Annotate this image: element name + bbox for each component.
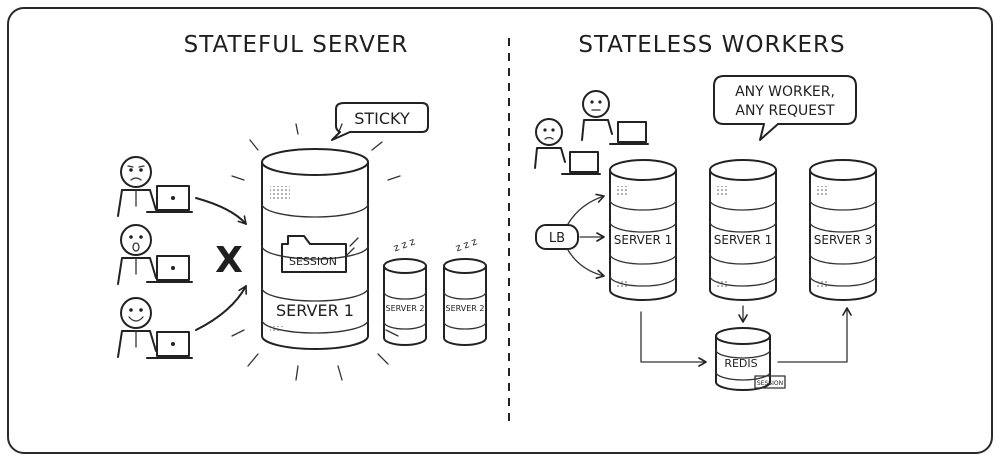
worker-server-3-label: SERVER 3 — [814, 233, 872, 247]
person-icon — [117, 297, 157, 358]
stateless-title: STATELESS WORKERS — [578, 32, 845, 58]
user-worried — [117, 156, 193, 217]
user-right-b — [534, 118, 601, 175]
lb-arrow-down — [567, 249, 605, 279]
load-balancer: LB — [535, 224, 579, 250]
glow-lines — [231, 123, 401, 381]
lb-arrow-up — [567, 193, 605, 225]
outer-frame — [7, 7, 993, 454]
redis-to-server3-arrow — [777, 307, 852, 363]
laptop-icon — [146, 185, 193, 213]
server-1-sticky: SERVER 1 SESSION — [261, 148, 369, 350]
person-icon — [534, 118, 566, 169]
laptop-icon — [146, 255, 193, 283]
person-icon — [117, 156, 157, 217]
laptop-icon — [146, 331, 193, 359]
person-icon — [581, 90, 613, 141]
request-arrow-bottom — [195, 285, 248, 331]
any-worker-bubble: ANY WORKER, ANY REQUEST — [713, 75, 857, 141]
request-arrow-top — [195, 197, 247, 225]
chain-icon — [345, 237, 359, 257]
laptop-icon — [609, 121, 649, 145]
worker-server-2: SERVER 1 — [709, 159, 777, 301]
worker-server-1: SERVER 1 — [609, 159, 677, 301]
worker-server-2-label: SERVER 1 — [714, 233, 772, 247]
sticky-bubble: STICKY — [331, 102, 429, 141]
user-right-a — [581, 90, 649, 145]
lb-label: LB — [549, 231, 565, 246]
sticky-bubble-text: STICKY — [354, 109, 410, 128]
stateful-title: STATEFUL SERVER — [184, 32, 409, 58]
server-1-label: SERVER 1 — [276, 301, 354, 320]
worker-server-3: SERVER 3 — [809, 159, 877, 301]
idle-server-b: SERVER 2 z z z — [443, 236, 487, 346]
laptop-icon — [561, 151, 601, 175]
idle-server-b-label: SERVER 2 — [446, 304, 485, 313]
session-label: SESSION — [289, 255, 337, 268]
redis-label: REDIS — [724, 357, 757, 370]
blocked-x-mark: X — [215, 240, 243, 281]
user-shocked — [117, 224, 193, 285]
redis-session-tag: SESSION — [757, 380, 783, 387]
stateless-panel: STATELESS WORKERS ANY WORKER, ANY REQUES… — [534, 32, 877, 391]
user-happy — [117, 297, 193, 359]
worker-server-1-label: SERVER 1 — [614, 233, 672, 247]
person-icon — [117, 224, 157, 285]
session-folder: SESSION — [281, 235, 359, 273]
bubble-line-2: ANY REQUEST — [735, 103, 835, 119]
redis-store: REDIS SESSION — [715, 327, 786, 391]
idle-server-a-label: SERVER 2 — [386, 304, 425, 313]
bubble-line-1: ANY WORKER, — [735, 84, 835, 100]
server1-to-redis-arrow — [640, 311, 707, 367]
